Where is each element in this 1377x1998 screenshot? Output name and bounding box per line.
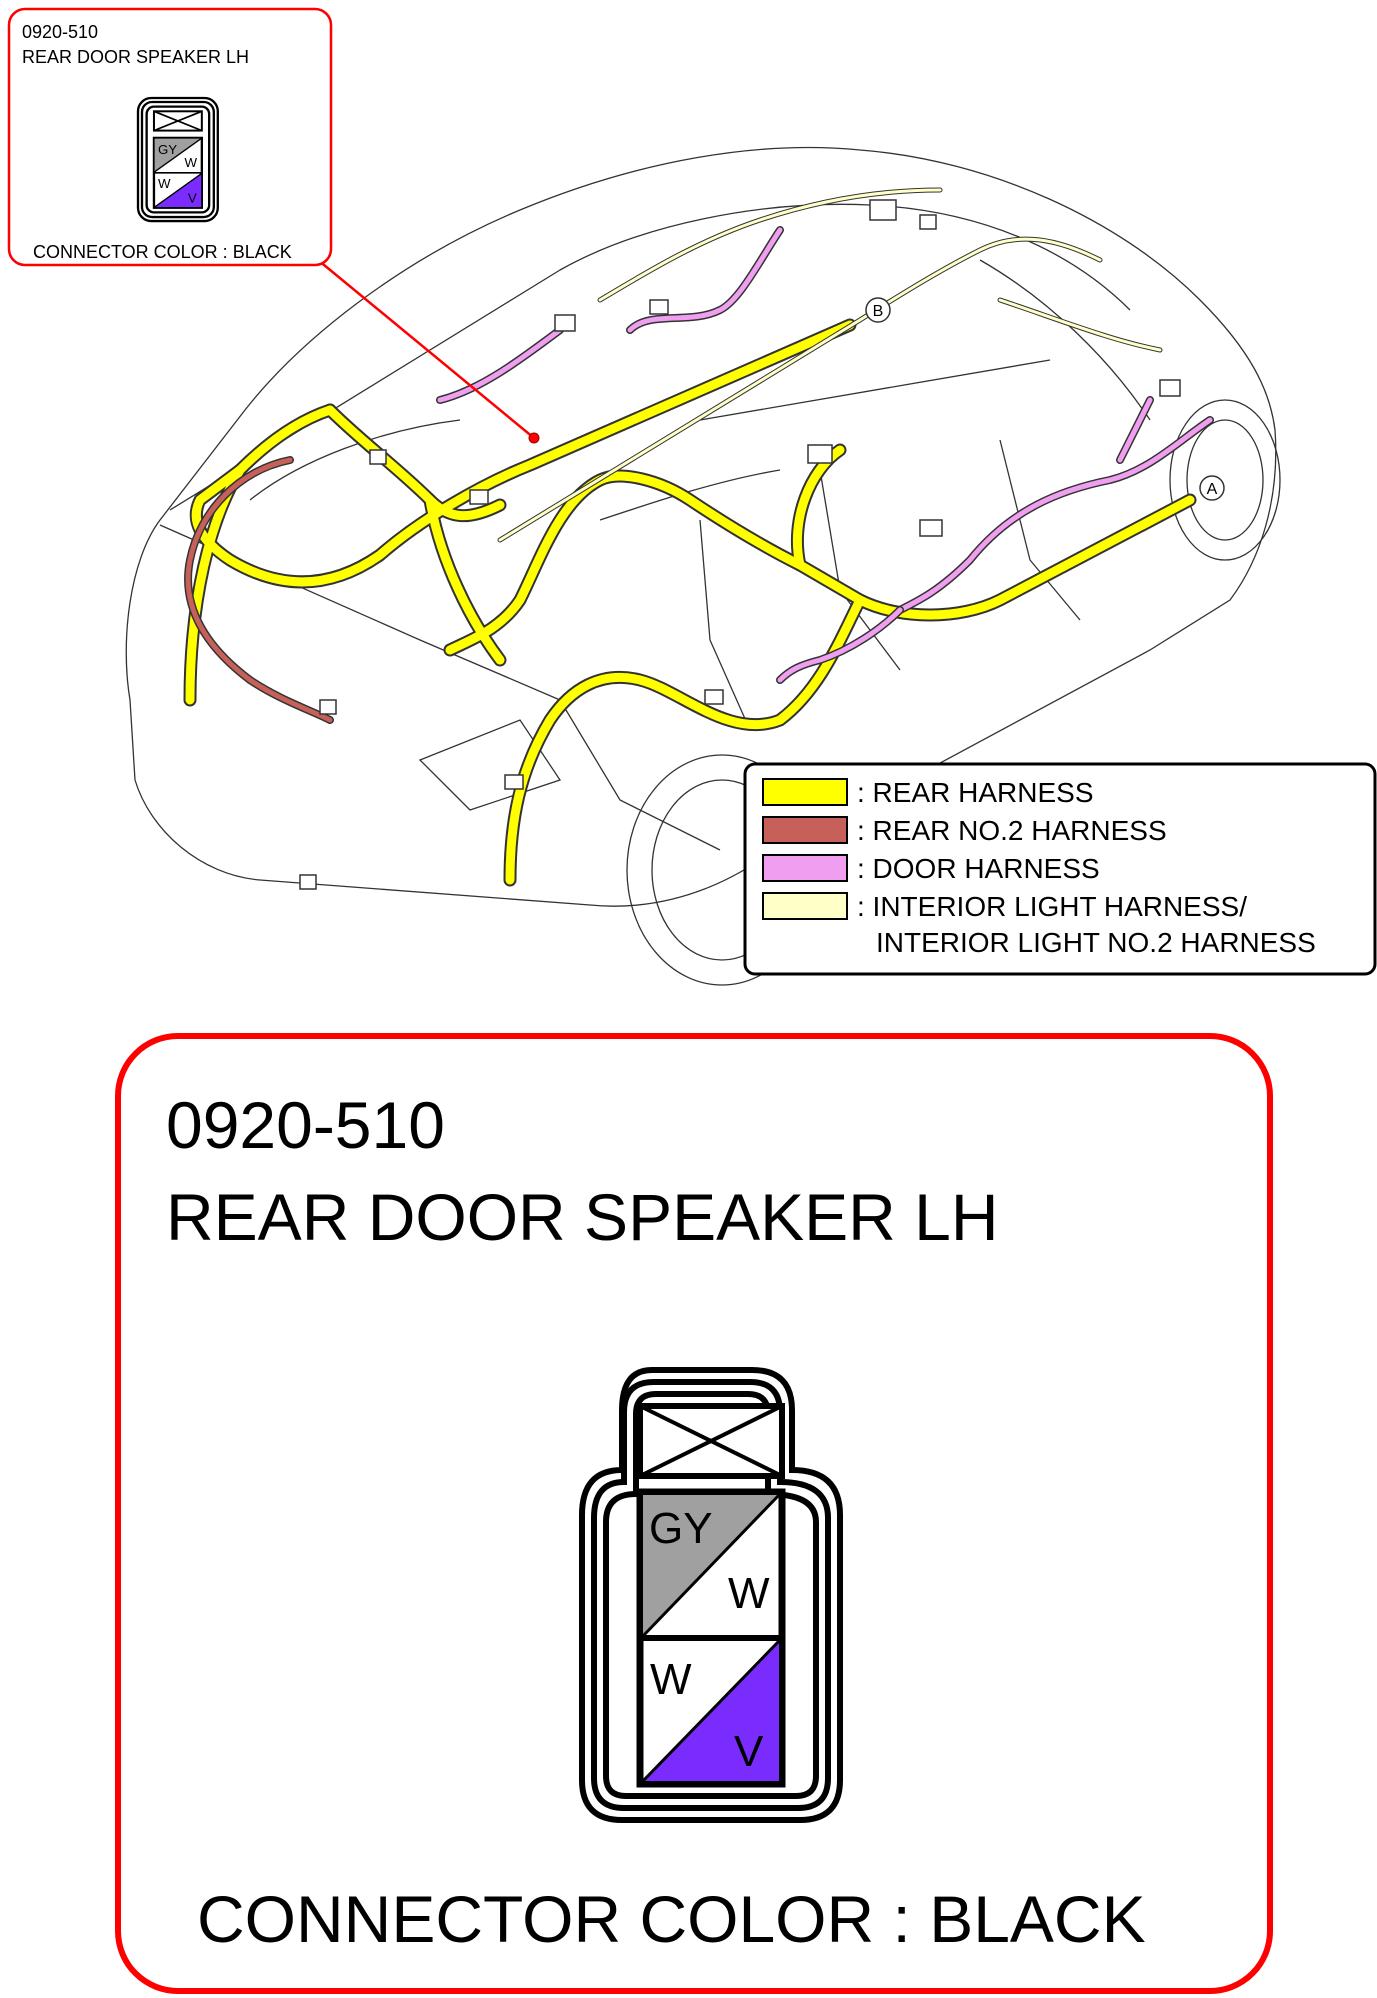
interior-light-harness xyxy=(497,187,1163,543)
svg-text:GY: GY xyxy=(158,142,177,157)
callout-leader xyxy=(317,259,540,444)
pin-1-top-color: GY xyxy=(649,1504,713,1553)
rear-harness-fill xyxy=(185,320,1195,885)
svg-text:: REAR NO.2 HARNESS: : REAR NO.2 HARNESS xyxy=(857,815,1167,846)
svg-text:INTERIOR LIGHT NO.2 HARNESS: INTERIOR LIGHT NO.2 HARNESS xyxy=(876,927,1316,958)
legend-item-rear: : REAR HARNESS xyxy=(762,777,1094,808)
svg-text:: REAR HARNESS: : REAR HARNESS xyxy=(857,777,1094,808)
harness-legend: : REAR HARNESS : REAR NO.2 HARNESS : DOO… xyxy=(743,762,1377,976)
small-connector-icon: GY W W V xyxy=(136,96,219,223)
marker-b: B xyxy=(865,297,891,323)
svg-text:W: W xyxy=(158,176,171,191)
connector-blocks xyxy=(299,199,1181,890)
large-callout-connector-color: CONNECTOR COLOR : BLACK xyxy=(197,1882,1146,1956)
large-callout-code: 0920-510 xyxy=(166,1088,445,1162)
svg-text:B: B xyxy=(873,303,884,320)
legend-item-rear-no2: : REAR NO.2 HARNESS xyxy=(762,815,1167,846)
svg-text:: DOOR HARNESS: : DOOR HARNESS xyxy=(857,853,1100,884)
small-callout-code: 0920-510 xyxy=(22,22,98,42)
rear-no2-harness xyxy=(184,456,334,724)
large-callout-name: REAR DOOR SPEAKER LH xyxy=(166,1180,999,1254)
legend-item-interior-light: : INTERIOR LIGHT HARNESS/ INTERIOR LIGHT… xyxy=(762,891,1316,958)
pin-2-top-color: W xyxy=(650,1655,692,1704)
connector-pin-2: W V xyxy=(641,1639,781,1783)
svg-text:A: A xyxy=(1207,481,1218,498)
connector-pin-1: GY W xyxy=(641,1493,781,1638)
marker-a: A xyxy=(1199,475,1225,501)
small-callout: 0920-510 REAR DOOR SPEAKER LH GY W W V C… xyxy=(7,7,333,267)
door-harness xyxy=(436,226,1214,684)
connector-face-icon: GY W W V xyxy=(579,1367,843,1823)
svg-text:: INTERIOR LIGHT HARNESS/: : INTERIOR LIGHT HARNESS/ xyxy=(857,891,1247,922)
pin-1-bottom-color: W xyxy=(728,1569,770,1618)
pin-2-bottom-color: V xyxy=(734,1727,764,1776)
connector-blank-cell xyxy=(637,1403,785,1479)
svg-text:V: V xyxy=(188,191,197,206)
large-callout: 0920-510 REAR DOOR SPEAKER LH GY W xyxy=(115,1033,1273,1994)
svg-text:W: W xyxy=(185,155,198,170)
small-callout-name: REAR DOOR SPEAKER LH xyxy=(22,47,249,67)
legend-item-door: : DOOR HARNESS xyxy=(762,853,1100,884)
small-callout-connector-color: CONNECTOR COLOR : BLACK xyxy=(33,242,292,262)
